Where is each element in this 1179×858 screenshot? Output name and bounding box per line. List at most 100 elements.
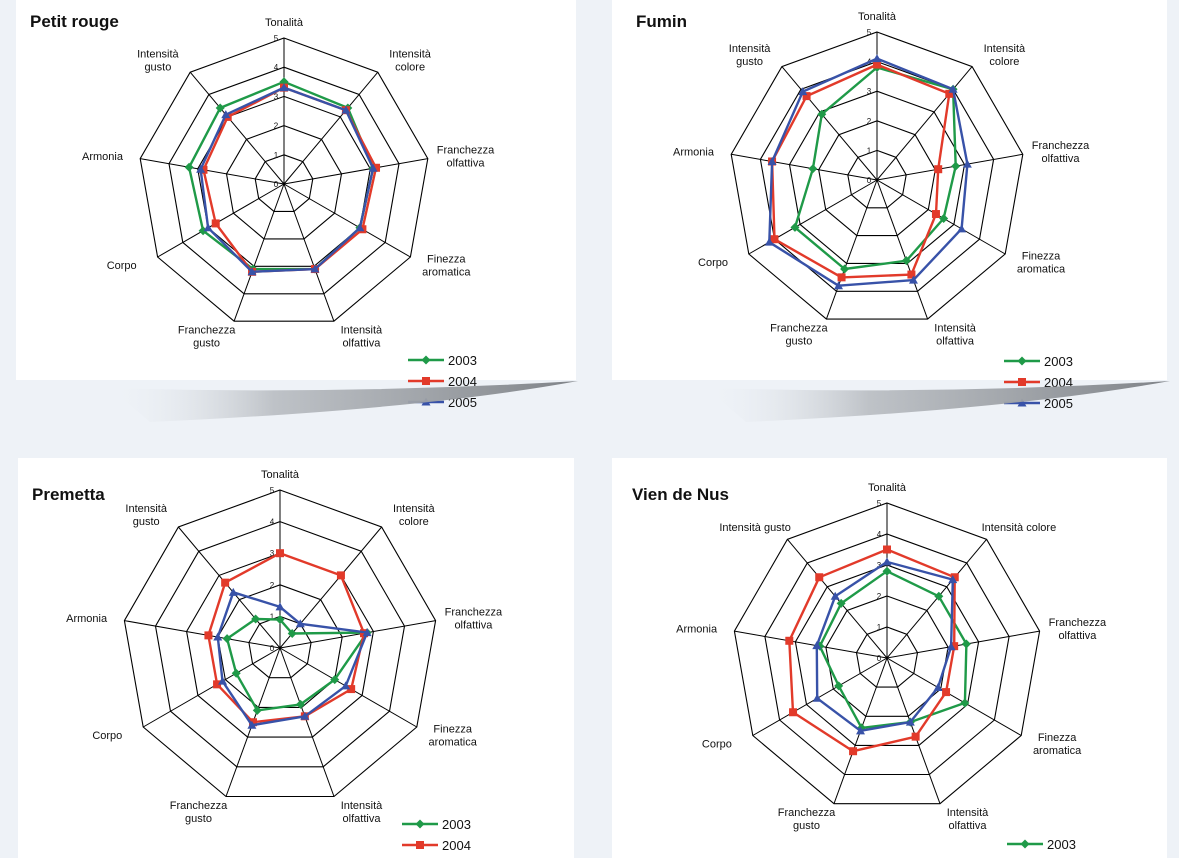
- axis-spoke: [279, 620, 436, 649]
- grid-ring: [818, 120, 936, 237]
- axis-label-line: colore: [399, 516, 429, 528]
- legend-label-2003: 2003: [448, 353, 477, 368]
- axis-label-line: olfattiva: [342, 338, 381, 350]
- axis-spoke: [189, 71, 285, 185]
- panel-shadow: [110, 381, 578, 422]
- series-line-2005: [815, 560, 954, 732]
- marker-2005: [213, 632, 223, 641]
- tick-label: 1: [867, 146, 872, 155]
- axis-spoke: [876, 153, 1023, 181]
- marker-2004: [248, 718, 257, 727]
- marker-2003: [330, 675, 340, 685]
- axis-label-line: Franchezza: [770, 323, 828, 335]
- chart-title: Premetta: [32, 485, 105, 504]
- chart-title: Vien de Nus: [632, 485, 729, 504]
- marker-2004: [770, 235, 779, 244]
- marker-2005: [764, 237, 774, 246]
- tick-label: 3: [274, 92, 279, 101]
- grid-ring: [794, 564, 980, 746]
- tick-label: 4: [274, 63, 279, 72]
- axis-label-line: Corpo: [92, 730, 122, 742]
- tick-label: 0: [270, 644, 275, 653]
- marker-2004: [422, 377, 430, 385]
- axis-label-line: Corpo: [698, 257, 728, 269]
- tick-label: 0: [867, 176, 872, 185]
- axis-label-line: gusto: [193, 338, 220, 350]
- tick-label: 5: [867, 28, 872, 37]
- marker-2003: [934, 591, 944, 601]
- axis-spoke: [279, 526, 382, 649]
- tick-label: 1: [877, 623, 882, 632]
- marker-2004: [204, 631, 213, 640]
- marker-2005: [295, 619, 305, 628]
- marker-2005: [247, 720, 257, 729]
- tick-label: 4: [877, 530, 882, 539]
- axis-label-line: Intensità: [934, 323, 976, 335]
- axis-label-line: Armonia: [82, 151, 124, 163]
- axis-label: Corpo: [702, 739, 732, 751]
- axis-label-line: Tonalità: [868, 482, 907, 494]
- panel-shadow: [706, 381, 1170, 422]
- marker-2004: [785, 636, 794, 645]
- marker-2003: [275, 615, 285, 625]
- marker-2005: [341, 681, 351, 690]
- axis-label-line: Franchezza: [1032, 140, 1090, 152]
- grid-ring: [788, 90, 966, 264]
- axis-label: Tonalità: [265, 17, 304, 29]
- marker-2003: [961, 639, 971, 649]
- marker-2003: [231, 668, 241, 678]
- axis-spoke: [825, 179, 878, 320]
- marker-2005: [948, 84, 958, 93]
- marker-2004: [911, 732, 920, 741]
- tick-label: 5: [270, 486, 275, 495]
- legend-label-2004: 2004: [442, 838, 471, 853]
- axis-label: Tonalità: [858, 11, 897, 23]
- series-line-2003: [225, 617, 369, 712]
- tick-label: 5: [274, 34, 279, 43]
- series-line-2005: [216, 591, 369, 727]
- axis-label-line: gusto: [736, 56, 763, 68]
- tick-label: 1: [274, 151, 279, 160]
- marker-2003: [252, 705, 262, 715]
- marker-2004: [907, 270, 916, 279]
- marker-2004: [802, 92, 811, 101]
- marker-2003: [808, 164, 818, 174]
- axis-label-line: Intensità: [341, 800, 383, 812]
- marker-2003: [840, 264, 850, 274]
- marker-2005: [962, 159, 972, 168]
- marker-2005: [812, 641, 822, 650]
- axis-label-line: olfattiva: [936, 336, 975, 348]
- legend-label-2003: 2003: [1044, 354, 1073, 369]
- axis-spoke: [283, 158, 428, 185]
- axis-label-line: aromatica: [1033, 745, 1082, 757]
- axis-label-line: Franchezza: [778, 807, 836, 819]
- axis-label-line: Finezza: [1038, 732, 1077, 744]
- axis-label-line: Tonalità: [858, 11, 897, 23]
- marker-2005: [218, 676, 228, 685]
- axis-label-line: Finezza: [427, 254, 466, 266]
- marker-2005: [905, 717, 915, 726]
- axis-label-line: olfattiva: [343, 813, 382, 825]
- marker-2004: [934, 165, 943, 174]
- axis-label-line: Tonalità: [261, 469, 300, 481]
- grid-ring: [759, 61, 995, 292]
- grid-ring: [855, 626, 919, 688]
- marker-2005: [228, 587, 238, 596]
- axis-spoke: [886, 657, 1022, 736]
- marker-2005: [933, 682, 943, 691]
- marker-2005: [872, 54, 882, 63]
- marker-2005: [279, 83, 289, 92]
